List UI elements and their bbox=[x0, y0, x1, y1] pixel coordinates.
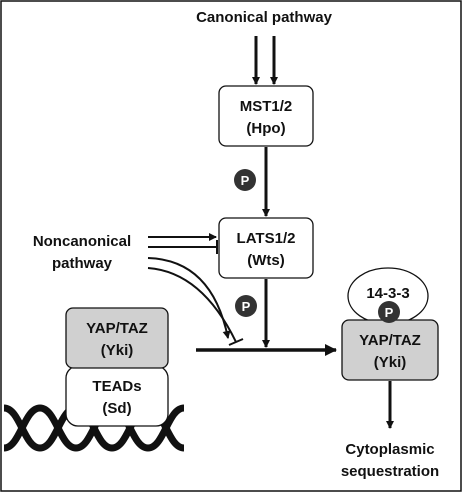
teads-label: TEADs bbox=[92, 378, 141, 395]
phospho-circle-1 bbox=[234, 169, 256, 191]
noncanonical-label-line1: Noncanonical bbox=[33, 233, 131, 250]
yap-taz-cytoplasmic-label: YAP/TAZ bbox=[359, 332, 421, 349]
outcome-label-line2: sequestration bbox=[341, 463, 439, 480]
outcome-label-line1: Cytoplasmic bbox=[345, 441, 434, 458]
mst-node bbox=[218, 85, 314, 147]
phospho-circle-2 bbox=[235, 295, 257, 317]
lats-sublabel: (Wts) bbox=[247, 252, 285, 269]
teads-node bbox=[65, 365, 169, 427]
phospho-circle-3 bbox=[378, 301, 400, 323]
lats-node bbox=[218, 217, 314, 279]
noncanonical-curved-inhibition bbox=[147, 267, 237, 343]
noncanonical-label-line2: pathway bbox=[52, 255, 113, 272]
canonical-pathway-label: Canonical pathway bbox=[196, 9, 333, 26]
phospho-symbol-2: P bbox=[242, 299, 251, 314]
dna-strand-2 bbox=[3, 404, 185, 452]
yap-taz-nuclear-label: YAP/TAZ bbox=[86, 320, 148, 337]
fourteen-three-three-label: 14-3-3 bbox=[366, 285, 409, 302]
phospho-symbol-1: P bbox=[241, 173, 250, 188]
noncanonical-curved-inhibition-bar bbox=[228, 338, 244, 346]
mst-sublabel: (Hpo) bbox=[246, 120, 285, 137]
yap-taz-cytoplasmic-sublabel: (Yki) bbox=[374, 354, 407, 371]
yap-taz-cytoplasmic-node bbox=[341, 319, 439, 381]
yap-taz-nuclear-sublabel: (Yki) bbox=[101, 342, 134, 359]
phospho-symbol-3: P bbox=[385, 305, 394, 320]
yap-taz-nuclear-node bbox=[65, 307, 169, 369]
mst-label: MST1/2 bbox=[240, 98, 293, 115]
teads-sublabel: (Sd) bbox=[102, 400, 131, 417]
lats-label: LATS1/2 bbox=[237, 230, 296, 247]
